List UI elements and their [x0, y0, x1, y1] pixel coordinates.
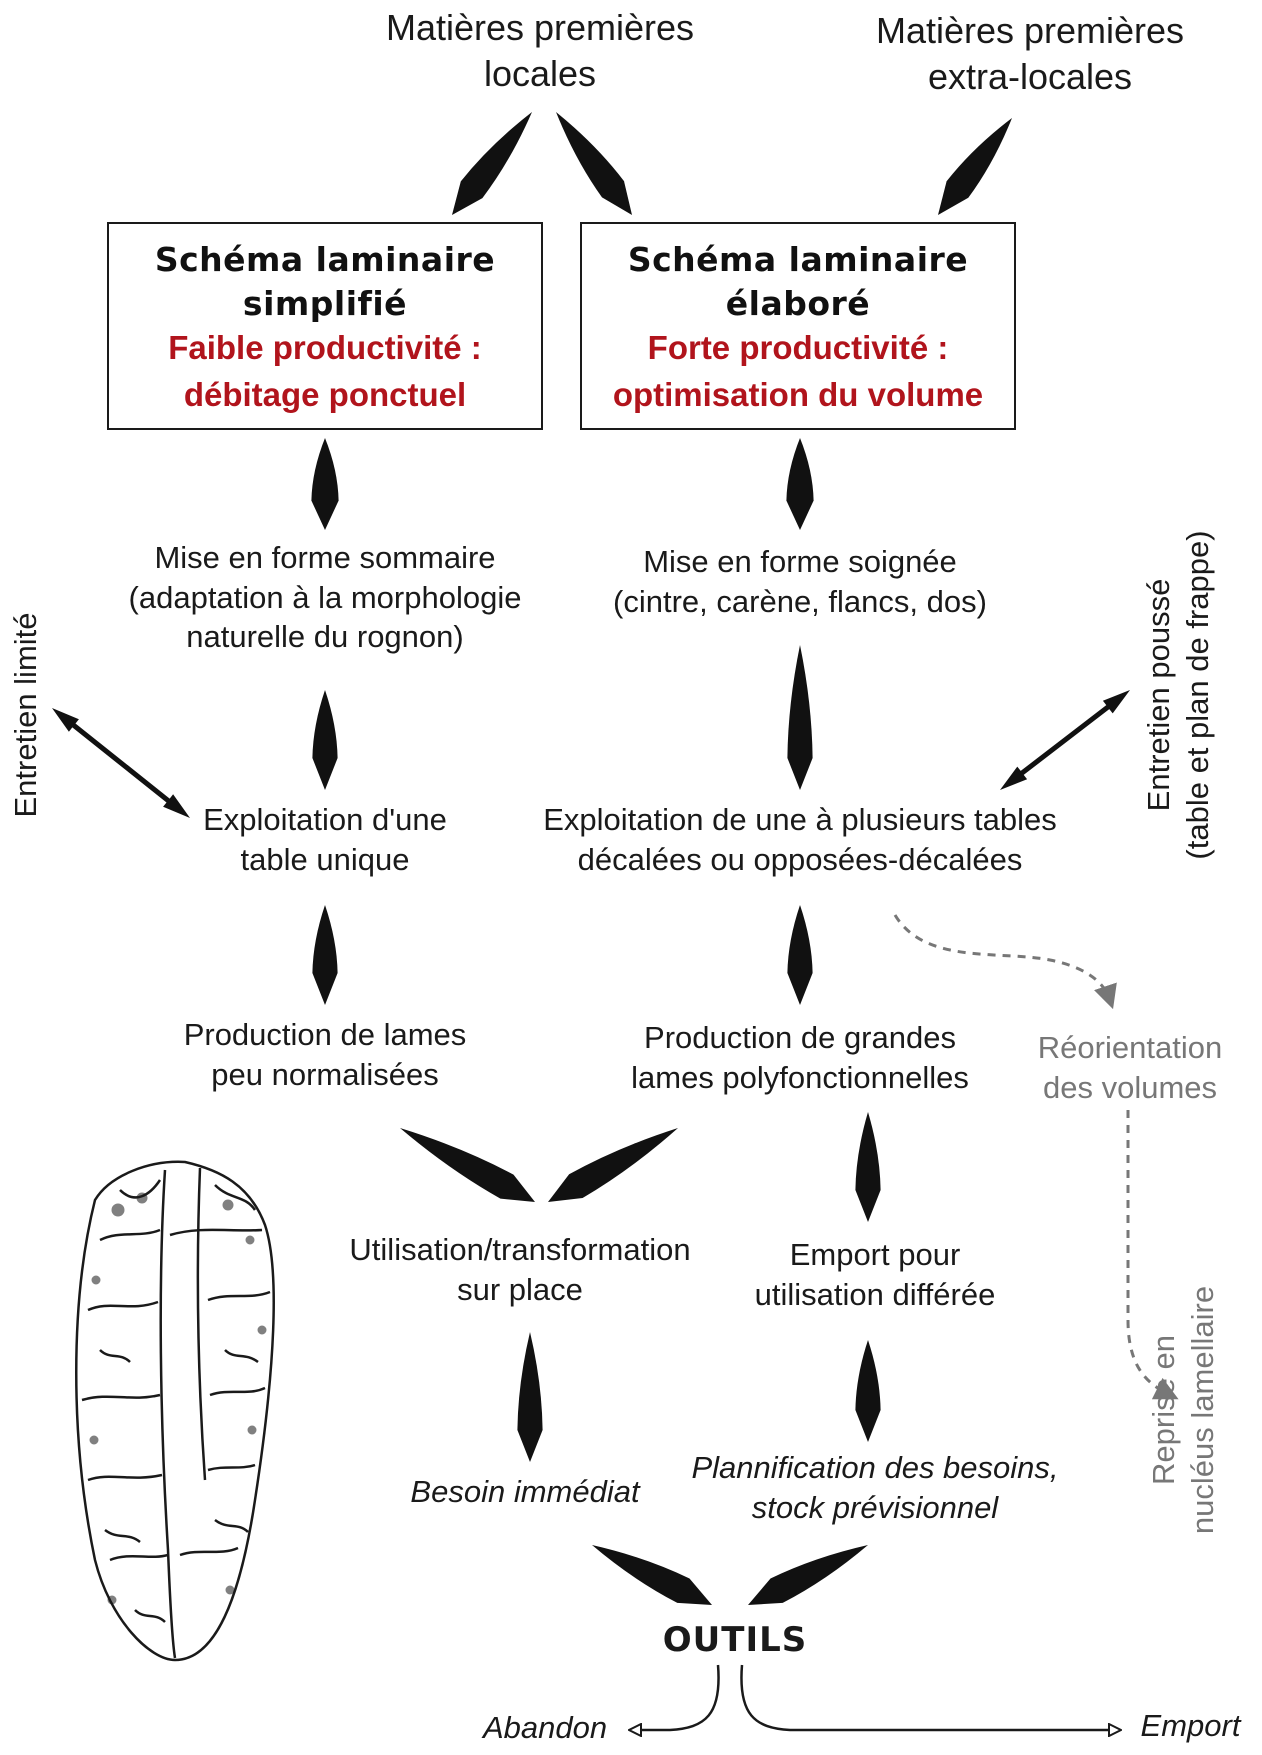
leaf-arrow-icon [787, 905, 812, 1005]
leaf-arrow-icon [787, 645, 812, 790]
tools-label: OUTILS [620, 1620, 850, 1660]
source-extra-local: Matières premières extra-locales [860, 8, 1200, 100]
leaf-arrow-icon [452, 112, 532, 215]
abandon-label: Abandon [470, 1708, 620, 1748]
abandon-line [630, 1665, 719, 1730]
leaf-arrow-icon [548, 1128, 678, 1202]
double-arrow-icon [1000, 690, 1130, 790]
left-production: Production de lames peu normalisées [150, 1015, 500, 1094]
leaf-arrow-icon [748, 1545, 868, 1605]
use-transport: Emport pour utilisation différée [720, 1235, 1030, 1314]
leaf-arrow-icon [855, 1112, 880, 1222]
leaf-arrow-icon [938, 118, 1012, 215]
immediate-need: Besoin immédiat [380, 1472, 670, 1512]
leaf-arrow-icon [786, 438, 813, 530]
box-elaborate-scheme: Schéma laminaire élaboré Forte productiv… [580, 222, 1016, 430]
dashed-arrow-icon [895, 915, 1110, 1000]
right-exploitation: Exploitation de une à plusieurs tables d… [530, 800, 1070, 879]
lamellar-core-step: Reprise en nucléus lamellaire [1145, 1280, 1225, 1540]
leaf-arrow-icon [592, 1545, 712, 1605]
leaf-arrow-icon [855, 1340, 880, 1442]
emport-label: Emport [1128, 1706, 1253, 1746]
source-local: Matières premières locales [370, 5, 710, 97]
needs-planning: Plannification des besoins, stock prévis… [665, 1448, 1085, 1527]
right-maintenance: Entretien poussé (table et plan de frapp… [1140, 515, 1220, 875]
leaf-arrow-icon [556, 112, 632, 215]
leaf-arrow-icon [312, 690, 337, 790]
right-preparation: Mise en forme soignée (cintre, carène, f… [580, 542, 1020, 621]
leaf-arrow-icon [517, 1332, 542, 1462]
left-maintenance: Entretien limité [7, 590, 47, 840]
box-simplified-scheme: Schéma laminaire simplifié Faible produc… [107, 222, 543, 430]
leaf-arrow-icon [400, 1128, 535, 1202]
leaf-arrow-icon [311, 438, 338, 530]
left-preparation: Mise en forme sommaire (adaptation à la … [100, 538, 550, 657]
emport-line [741, 1665, 1120, 1730]
reorientation-step: Réorientation des volumes [1020, 1028, 1240, 1107]
left-exploitation: Exploitation d'une table unique [150, 800, 500, 879]
right-production: Production de grandes lames polyfonction… [600, 1018, 1000, 1097]
flint-blade-drawing [76, 1162, 273, 1660]
use-onsite: Utilisation/transformation sur place [340, 1230, 700, 1309]
leaf-arrow-icon [312, 905, 337, 1005]
